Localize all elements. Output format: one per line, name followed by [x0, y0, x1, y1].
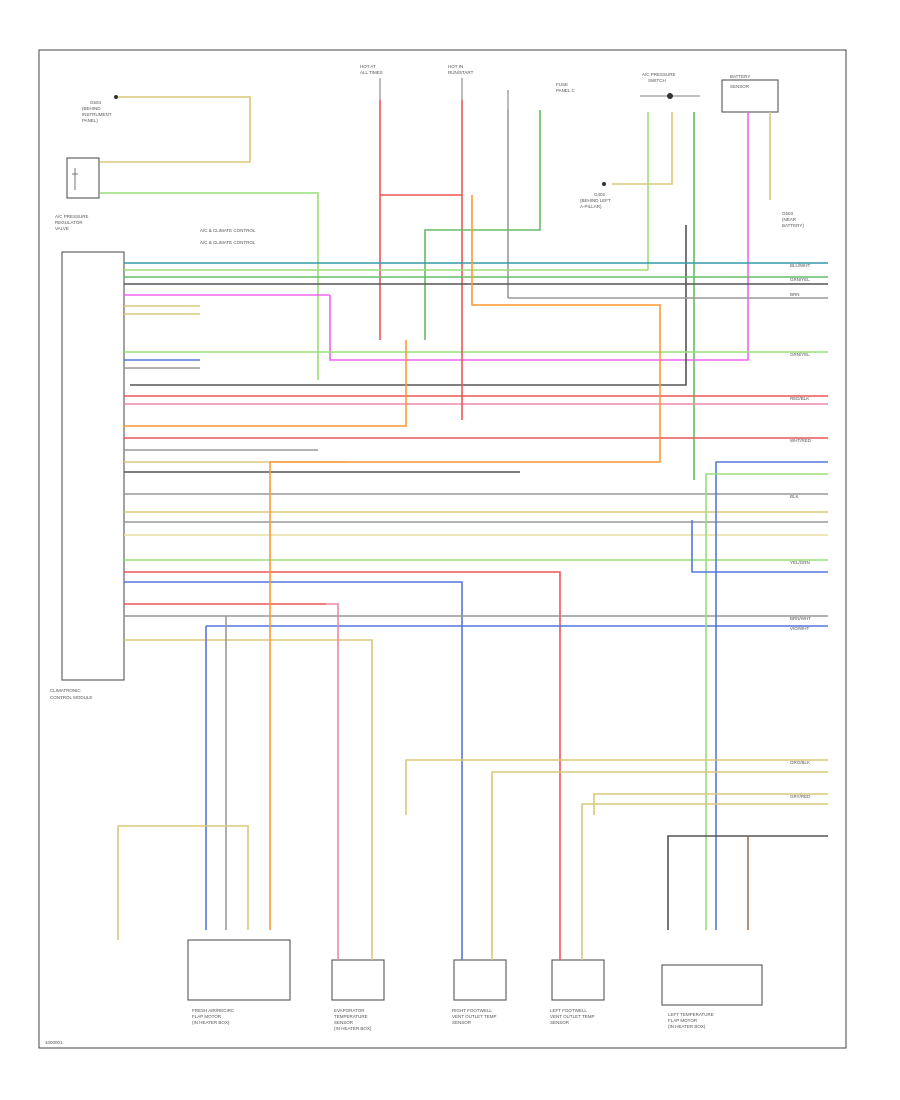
wire-b-dark [667, 835, 828, 930]
wire-code-label-8: YEL/GRN [790, 560, 810, 565]
wire-orange-long [269, 195, 661, 930]
fuse-hot-at-all-times: HOT AT ALL TIMES [360, 64, 383, 100]
diagram-frame [38, 49, 847, 1049]
wire-code-label-9: BRN/WHT [790, 616, 811, 621]
component-label-a-line1: A/C PRESSURE [55, 214, 89, 219]
fresh-air-flap-motor: FRESH AIR/RECIRC FLAP MOTOR (IN HEATER B… [187, 939, 291, 1025]
ground-g3-icon [602, 182, 606, 186]
ground-g2-label-3: BATTERY) [782, 223, 804, 228]
fuse-1-label-2: ALL TIMES [360, 70, 383, 75]
wire-code-label-3: BRN [790, 292, 800, 297]
component-label-a-line2: REGULATOR [55, 220, 83, 225]
wire-code-label-7: BLK [790, 494, 799, 499]
wire-green-a [424, 110, 541, 340]
wire-code-label-10: VIO/WHT [790, 626, 809, 631]
component-label-c-line1: BATTERY [730, 74, 750, 79]
ground-g3-label-1: G402 [594, 192, 606, 197]
right-footwell-temp-sensor: RIGHT FOOTWELL VENT OUTLET TEMP SENSOR [452, 959, 507, 1025]
component-label-d-line2: FLAP MOTOR [192, 1014, 222, 1019]
wire-pink-down [326, 603, 339, 930]
component-label-h-line3: (IN HEATER BOX) [668, 1024, 706, 1029]
control-module-label-2: CONTROL MODULE [50, 695, 92, 700]
wire-b-yellow4 [593, 793, 828, 815]
component-label-f-line1: RIGHT FOOTWELL [452, 1008, 492, 1013]
ground-g2-label-1: G503 [782, 211, 794, 216]
ground-g1-label-3: INSTRUMENT [82, 112, 112, 117]
ground-g2-label-2: (NEAR [782, 217, 797, 222]
fuse-3-label-2: PANEL C [556, 88, 576, 93]
wire-valve-green [100, 192, 319, 380]
wire-r-blue2 [691, 520, 828, 573]
evaporator-temp-sensor: EVAPORATOR TEMPERATURE SENSOR (IN HEATER… [331, 959, 385, 1031]
fuse-2-label-2: RUN/START [448, 70, 474, 75]
footer-code: 1000001 [45, 1040, 63, 1045]
ground-g3-label-2: (BEHIND LEFT [580, 198, 611, 203]
note-2: A/C & CLIMATE CONTROL [200, 240, 256, 245]
ac-pressure-regulator-valve: A/C PRESSURE REGULATOR VALVE [55, 157, 100, 231]
wire-code-label-6: WHT/RED [790, 438, 812, 443]
component-label-f-line3: SENSOR [452, 1020, 472, 1025]
ground-g1-label-1: G504 [90, 100, 102, 105]
component-label-h-line2: FLAP MOTOR [668, 1018, 698, 1023]
control-module-label-1: CLIMATRONIC [50, 688, 81, 693]
fuse-hot-in-run: HOT IN RUN/START [448, 64, 474, 100]
component-label-f-line2: VENT OUTLET TEMP [452, 1014, 497, 1019]
wire-switch-yellow [612, 112, 673, 185]
component-label-d-line3: (IN HEATER BOX) [192, 1020, 230, 1025]
component-label-d-line1: FRESH AIR/RECIRC [192, 1008, 235, 1013]
fuse-2-label-1: HOT IN [448, 64, 463, 69]
wire-valve-yellow [100, 96, 251, 163]
battery-sensor: BATTERY SENSOR [721, 74, 779, 113]
component-label-e-line2: TEMPERATURE [334, 1014, 368, 1019]
component-label-a-line3: VALVE [55, 226, 69, 231]
note-1: A/C & CLIMATE CONTROL [200, 228, 256, 233]
wire-h-orange [124, 340, 407, 427]
wire-b-yellow [118, 825, 249, 930]
ground-g1-icon [114, 95, 118, 99]
ground-g3-label-3: A-PILLAR) [580, 204, 602, 209]
component-label-b-line2: SWITCH [648, 78, 666, 83]
wire-code-label-12: GRY/RED [790, 794, 811, 799]
wire-darkgray [130, 225, 687, 386]
wire-battery-magenta [329, 112, 749, 361]
ac-pressure-switch: A/C PRESSURE SWITCH [640, 72, 700, 99]
wire-r-green [705, 473, 828, 930]
component-label-g-line1: LEFT FOOTWELL [550, 1008, 587, 1013]
wire-r-blue [715, 461, 828, 930]
component-label-b-line1: A/C PRESSURE [642, 72, 676, 77]
ground-g1-label-2: (BEHIND [82, 106, 101, 111]
component-label-e-line3: SENSOR [334, 1020, 354, 1025]
component-label-h-line1: LEFT TEMPERATURE [668, 1012, 714, 1017]
component-label-g-line2: VENT OUTLET TEMP [550, 1014, 595, 1019]
component-label-c-line2: SENSOR [730, 84, 750, 89]
wire-b-yellow2 [405, 759, 828, 815]
wire-code-label-5: RED/BLK [790, 396, 809, 401]
wire-code-label-4: GRN/YEL [790, 352, 810, 357]
fuse-1-label-1: HOT AT [360, 64, 376, 69]
wire-code-label-11: ORG/BLK [790, 760, 810, 765]
component-label-e-line4: (IN HEATER BOX) [334, 1026, 372, 1031]
wire-b-yellow3 [491, 771, 828, 930]
ground-g1-label-4: PANEL) [82, 118, 98, 123]
wire-h-blue-b [124, 581, 463, 930]
climatronic-control-module: CLIMATRONIC CONTROL MODULE [50, 251, 125, 700]
wire-code-label-2: GRN/YEL [790, 277, 810, 282]
wire-code-label-1: BLU/WHT [790, 263, 811, 268]
component-label-g-line3: SENSOR [550, 1020, 570, 1025]
component-label-e-line1: EVAPORATOR [334, 1008, 365, 1013]
wire-b-yellow5 [581, 803, 828, 930]
fuse-3-label-1: FUSE [556, 82, 568, 87]
left-temp-flap-motor: LEFT TEMPERATURE FLAP MOTOR (IN HEATER B… [661, 964, 763, 1029]
fuse-panel-c: FUSE PANEL C [507, 82, 576, 110]
left-footwell-temp-sensor: LEFT FOOTWELL VENT OUTLET TEMP SENSOR [550, 959, 605, 1025]
